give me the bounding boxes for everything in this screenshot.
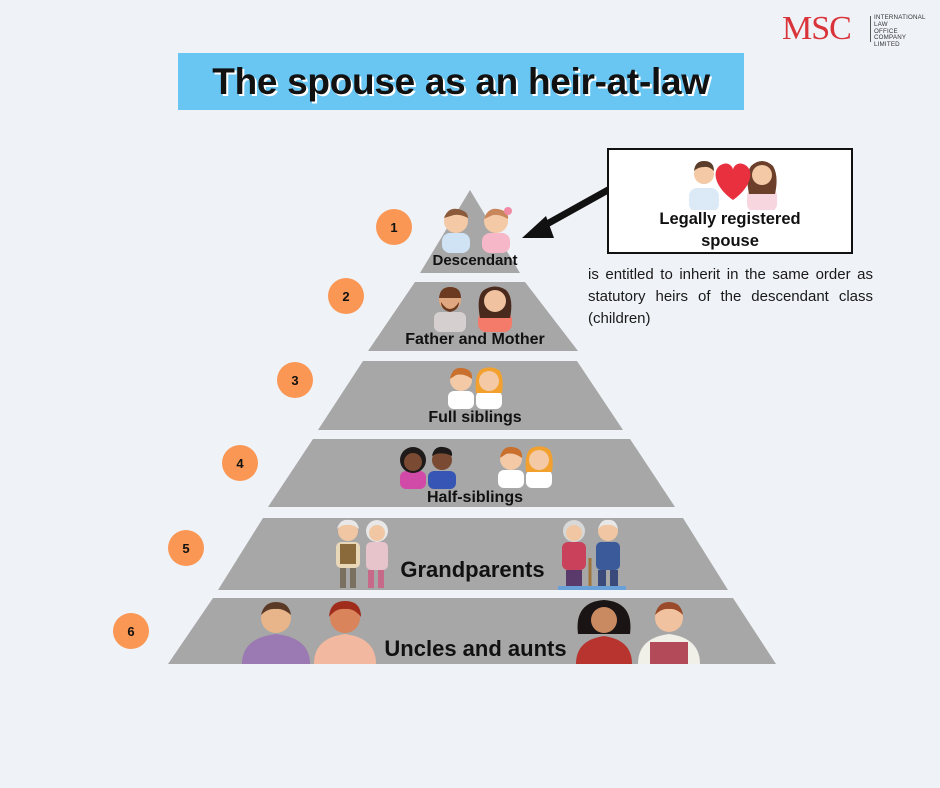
parents-icon xyxy=(434,286,512,332)
spouse-note: is entitled to inherit in the same order… xyxy=(588,266,873,327)
company-logo: MSC INTERNATIONAL LAW OFFICE COMPANY LIM… xyxy=(782,10,932,49)
uncles-aunts-icon xyxy=(576,600,700,664)
tier-2-badge: 2 xyxy=(328,278,364,314)
baby-icon xyxy=(442,207,512,253)
logo-line: OFFICE xyxy=(874,27,898,35)
half-siblings-icon xyxy=(400,446,456,489)
logo-line: COMPANY LIMITED xyxy=(874,34,907,49)
page-title: The spouse as an heir-at-law xyxy=(212,60,710,102)
logo-line: LAW xyxy=(874,20,888,28)
tier-6-badge: 6 xyxy=(113,613,149,649)
tier-4-label: Half-siblings xyxy=(426,489,523,506)
logo-mark: MSC xyxy=(782,10,852,47)
tier-1-label: Descendant xyxy=(432,252,518,269)
logo-divider xyxy=(870,16,871,42)
couple-heart-icon xyxy=(689,161,777,210)
spouse-label-line: spouse xyxy=(701,232,759,250)
logo-subtitle: INTERNATIONAL LAW OFFICE COMPANY LIMITED xyxy=(874,14,932,49)
spouse-label: Legally registered spouse xyxy=(609,208,851,252)
spouse-label-line: Legally registered xyxy=(659,210,801,228)
half-siblings-icon xyxy=(498,446,553,488)
logo-line: INTERNATIONAL xyxy=(874,14,926,21)
tier-4-shape xyxy=(268,439,675,507)
tier-1-badge: 1 xyxy=(376,209,412,245)
grandparents-icon xyxy=(336,519,388,588)
tier-5-label: Grandparents xyxy=(400,557,545,582)
tier-2-shape xyxy=(368,282,578,351)
tier-5-badge: 5 xyxy=(168,530,204,566)
arrow-icon xyxy=(522,186,612,238)
tier-3-label: Full siblings xyxy=(428,409,522,426)
page-title-banner: The spouse as an heir-at-law xyxy=(178,53,744,110)
uncles-aunts-icon xyxy=(242,601,376,664)
grandparents-icon xyxy=(558,519,626,590)
tier-2-label: Father and Mother xyxy=(405,331,545,348)
siblings-icon xyxy=(448,367,503,409)
tier-4-badge: 4 xyxy=(222,445,258,481)
spouse-card: Legally registered spouse xyxy=(607,148,853,254)
tier-3-badge: 3 xyxy=(277,362,313,398)
tier-6-label: Uncles and aunts xyxy=(384,636,567,661)
